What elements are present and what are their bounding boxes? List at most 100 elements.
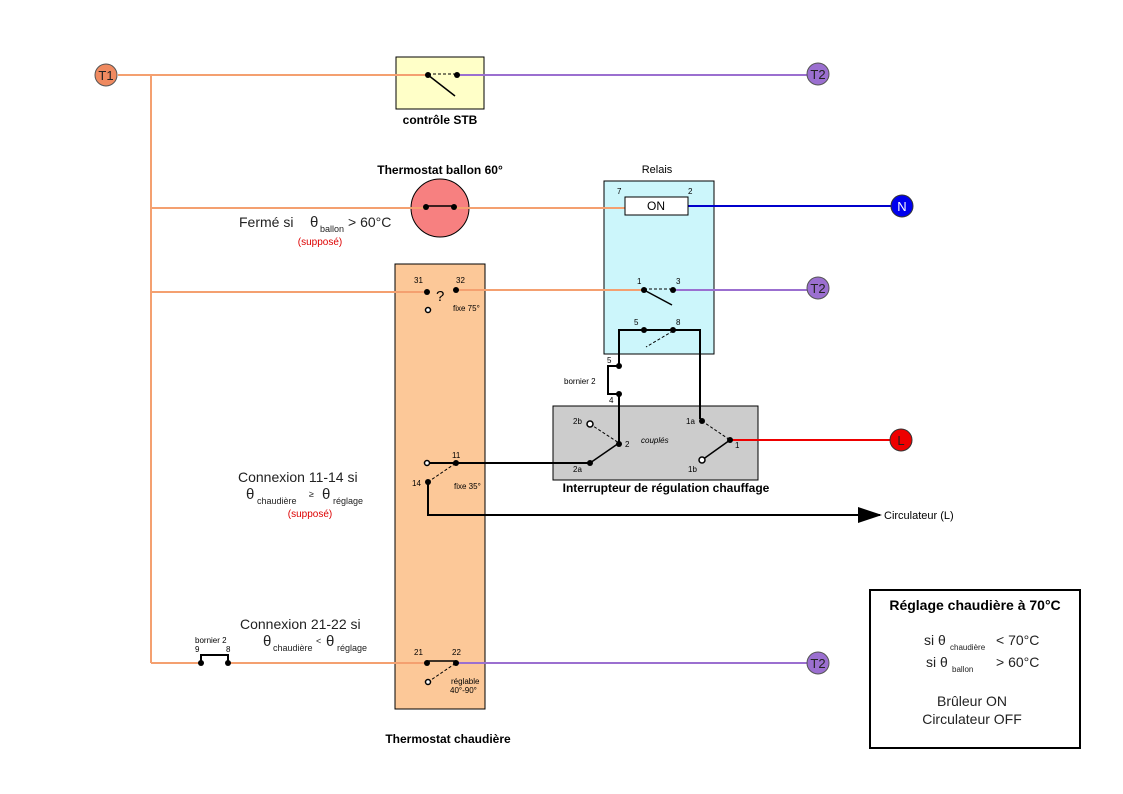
conn-11-14-text: Connexion 11-14 si θ chaudière ≥ θ régla… — [238, 469, 363, 520]
ballon-switch — [423, 204, 457, 210]
conn-21-22-text: Connexion 21-22 si θ chaudière < θ régla… — [240, 616, 367, 653]
svg-text:Connexion 21-22 si: Connexion 21-22 si — [240, 616, 361, 632]
relais-pin-8: 8 — [676, 318, 681, 327]
info-box — [869, 589, 1081, 749]
interrupteur-coupled: couplés — [641, 436, 669, 445]
chaudiere-pin-11: 11 — [452, 451, 461, 460]
terminal-t2-relais-label: T2 — [810, 281, 825, 296]
terminal-n[interactable]: N — [890, 194, 914, 218]
info-state-burner: Brûleur ON — [937, 693, 1007, 709]
terminal-n-label: N — [897, 199, 906, 214]
interrupteur-switches — [586, 418, 733, 466]
interrupteur-pin-1: 1 — [735, 441, 740, 450]
chaudiere-fixe75: fixe 75° — [453, 304, 480, 313]
chaudiere-pin-14: 14 — [412, 479, 421, 488]
terminal-t2-relais[interactable]: T2 — [806, 276, 830, 300]
contact-11-14 — [423, 459, 459, 485]
svg-text:réglage: réglage — [333, 496, 363, 506]
relais-pin-7: 7 — [617, 187, 622, 196]
bornier-bottom-pin-8: 8 — [226, 645, 231, 654]
terminal-t2-top-label: T2 — [810, 67, 825, 82]
ballon-condition: Fermé si θ ballon > 60°C (supposé) — [239, 214, 391, 248]
svg-text:> 60°C: > 60°C — [996, 654, 1039, 670]
svg-text:Fermé si: Fermé si — [239, 214, 293, 230]
info-state-circulator: Circulateur OFF — [922, 711, 1022, 727]
relais-pin-5: 5 — [634, 318, 639, 327]
chaudiere-pin-22: 22 — [452, 648, 461, 657]
relais-title: Relais — [642, 164, 673, 176]
svg-text:ballon: ballon — [952, 665, 973, 674]
info-title: Réglage chaudière à 70°C — [889, 597, 1060, 613]
ballon-note: (supposé) — [298, 237, 342, 248]
bornier-top-pin-5: 5 — [607, 356, 612, 365]
bornier-top-dot-5 — [616, 363, 622, 369]
interrupteur-pin-1b: 1b — [688, 465, 697, 474]
stb-switch — [425, 72, 460, 97]
terminal-l-label: L — [897, 433, 904, 448]
interrupteur-pin-1a: 1a — [686, 417, 695, 426]
stb-title: contrôle STB — [403, 113, 478, 127]
interrupteur-title: Interrupteur de régulation chauffage — [563, 481, 770, 495]
svg-text:ballon: ballon — [320, 224, 344, 234]
chaudiere-reglable-range: 40°-90° — [450, 686, 477, 695]
svg-text:θ: θ — [246, 486, 254, 503]
bornier-bottom-dot-9 — [198, 660, 204, 666]
terminal-t1[interactable]: T1 — [94, 63, 118, 87]
circulateur-label: Circulateur (L) — [884, 510, 954, 522]
t2-wires — [457, 74, 808, 664]
svg-text:θ: θ — [310, 214, 318, 231]
chaudiere-fixe35: fixe 35° — [454, 482, 481, 491]
relais-pin-1: 1 — [637, 277, 642, 286]
interrupteur-box — [552, 405, 759, 481]
terminal-t1-label: T1 — [98, 68, 113, 83]
svg-text:Connexion 11-14 si: Connexion 11-14 si — [238, 469, 358, 485]
conn-11-14-note: (supposé) — [288, 509, 332, 520]
svg-text:si θ: si θ — [924, 632, 946, 648]
relais-coil-label: ON — [647, 199, 665, 213]
bornier-bottom-dot-8 — [225, 660, 231, 666]
svg-text:< 70°C: < 70°C — [996, 632, 1039, 648]
svg-text:chaudière: chaudière — [273, 643, 313, 653]
chaudiere-pin-21: 21 — [414, 648, 423, 657]
relais-pin-3: 3 — [676, 277, 681, 286]
bornier-top-label: bornier 2 — [564, 377, 596, 386]
bornier-top-dot-4 — [616, 391, 622, 397]
contact-21-22 — [424, 660, 459, 686]
relais-pin-2: 2 — [688, 187, 693, 196]
terminal-t2-bottom-label: T2 — [810, 656, 825, 671]
chaudiere-reglable: réglable — [451, 677, 480, 686]
bornier-bottom-label: bornier 2 — [195, 636, 227, 645]
chaudiere-pin-31: 31 — [414, 276, 423, 285]
chaudiere-title: Thermostat chaudière — [385, 732, 511, 746]
svg-text:si θ: si θ — [926, 654, 948, 670]
svg-text:chaudière: chaudière — [950, 643, 986, 652]
relais-coil — [624, 196, 689, 216]
terminal-l[interactable]: L — [889, 428, 913, 452]
info-box-content: Réglage chaudière à 70°C si θ chaudière … — [889, 597, 1060, 727]
t1-wires — [118, 74, 644, 664]
chaudiere-pin-32: 32 — [456, 276, 465, 285]
ballon-title: Thermostat ballon 60° — [377, 163, 503, 177]
svg-text:<: < — [316, 636, 321, 646]
control-wires — [200, 329, 882, 663]
terminal-t2-top[interactable]: T2 — [806, 62, 830, 86]
contact-31-32 — [424, 287, 459, 314]
interrupteur-pin-2b: 2b — [573, 417, 582, 426]
svg-text:réglage: réglage — [337, 643, 367, 653]
svg-text:≥: ≥ — [309, 489, 314, 499]
relais-contact-5-8 — [641, 327, 676, 348]
relais-contact-1-3 — [641, 287, 676, 306]
thermostat-chaudiere-box — [394, 263, 486, 710]
terminal-t2-bottom[interactable]: T2 — [806, 651, 830, 675]
bornier-bottom-pin-9: 9 — [195, 645, 200, 654]
chaudiere-question: ? — [436, 288, 444, 305]
stb-box — [395, 56, 485, 110]
svg-text:θ: θ — [326, 633, 334, 650]
interrupteur-pin-2: 2 — [625, 440, 630, 449]
svg-text:chaudière: chaudière — [257, 496, 297, 506]
svg-text:θ: θ — [263, 633, 271, 650]
interrupteur-pin-2a: 2a — [573, 465, 582, 474]
svg-text:θ: θ — [322, 486, 330, 503]
svg-text:> 60°C: > 60°C — [348, 214, 391, 230]
